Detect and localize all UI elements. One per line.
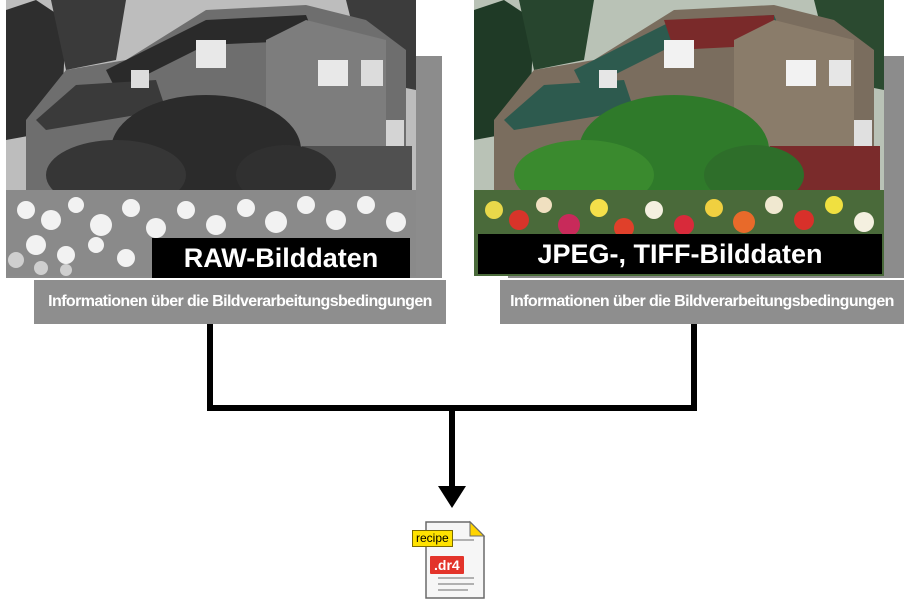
recipe-tag: recipe bbox=[412, 530, 453, 547]
jpeg-tiff-image-panel: JPEG-, TIFF-Bilddaten Informationen über… bbox=[474, 0, 904, 330]
raw-data-label: RAW-Bilddaten bbox=[152, 238, 410, 278]
down-arrow-icon bbox=[438, 486, 466, 508]
recipe-file-icon: recipe .dr4 bbox=[408, 516, 488, 600]
jpeg-tiff-data-label: JPEG-, TIFF-Bilddaten bbox=[478, 234, 882, 274]
raw-image-panel: RAW-Bilddaten Informationen über die Bil… bbox=[6, 0, 446, 330]
raw-info-bar: Informationen über die Bildverarbeitungs… bbox=[34, 280, 446, 324]
raw-photo bbox=[6, 0, 416, 276]
merge-lines bbox=[207, 324, 697, 488]
file-extension-tag: .dr4 bbox=[430, 556, 464, 574]
jpeg-tiff-info-bar: Informationen über die Bildverarbeitungs… bbox=[500, 280, 904, 324]
